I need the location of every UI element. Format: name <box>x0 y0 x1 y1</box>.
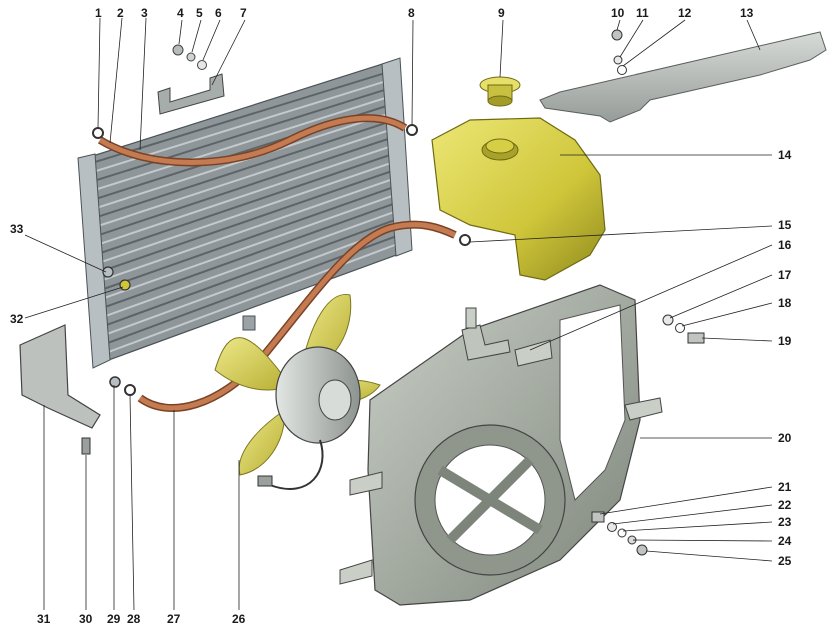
radiator-fin <box>94 194 396 303</box>
callout-13: 13 <box>740 6 754 20</box>
callout-14: 14 <box>778 148 792 162</box>
radiator-fin <box>94 135 396 238</box>
callout-12: 12 <box>678 6 692 20</box>
callout-30: 30 <box>79 612 93 626</box>
tank-cap <box>479 76 521 107</box>
radiator-fins <box>94 69 396 358</box>
callout-5: 5 <box>196 6 203 20</box>
fan-shroud <box>339 284 663 606</box>
callout-9: 9 <box>498 6 505 20</box>
callout-4: 4 <box>177 6 184 20</box>
callout-24: 24 <box>778 534 792 548</box>
radiator <box>77 57 413 369</box>
callout-8: 8 <box>408 6 415 20</box>
expansion-tank <box>431 117 606 281</box>
callout-25: 25 <box>778 554 792 568</box>
callout-33: 33 <box>10 222 24 236</box>
callout-28: 28 <box>127 612 141 626</box>
radiator-fin <box>94 69 396 163</box>
radiator-fin <box>94 94 396 191</box>
callout-27: 27 <box>167 612 181 626</box>
radiator-fin <box>94 85 396 182</box>
callout-16: 16 <box>778 238 792 252</box>
radiator-fin <box>94 119 396 219</box>
lower-mounting-bracket <box>19 324 101 455</box>
callout-17: 17 <box>778 268 792 282</box>
callout-29: 29 <box>107 612 121 626</box>
callout-7: 7 <box>240 6 247 20</box>
radiator-fin <box>94 227 396 340</box>
callout-22: 22 <box>778 498 792 512</box>
callout-1: 1 <box>95 6 102 20</box>
callout-2: 2 <box>117 6 124 20</box>
callout-10: 10 <box>611 6 625 20</box>
radiator-fin <box>94 160 396 266</box>
radiator-fin <box>94 185 396 293</box>
callout-32: 32 <box>10 312 24 326</box>
callout-20: 20 <box>778 431 792 445</box>
radiator-fin <box>94 127 396 228</box>
radiator-fin <box>94 152 396 256</box>
callout-19: 19 <box>778 334 792 348</box>
radiator-fin <box>94 202 396 312</box>
callout-26: 26 <box>232 612 246 626</box>
callout-18: 18 <box>778 296 792 310</box>
hose-clamps <box>92 124 471 396</box>
shroud-mounting-bracket <box>461 307 553 367</box>
radiator-fin <box>94 169 396 275</box>
lower-hose <box>137 220 457 412</box>
callout-3: 3 <box>141 6 148 20</box>
upper-hose <box>97 114 408 167</box>
leader-lines <box>24 17 773 611</box>
radiator-fin <box>94 177 396 284</box>
radiator-fin <box>94 210 396 321</box>
radiator-fin <box>94 219 396 331</box>
upper-mounting-bracket <box>157 44 225 115</box>
callout-23: 23 <box>778 515 792 529</box>
radiator-fin <box>94 144 396 247</box>
heat-shield-plate <box>539 29 827 123</box>
callout-11: 11 <box>636 6 649 20</box>
callout-6: 6 <box>215 6 222 20</box>
callout-31: 31 <box>37 612 51 626</box>
electric-fan <box>214 293 381 490</box>
callout-21: 21 <box>778 480 792 494</box>
callout-15: 15 <box>778 218 792 232</box>
